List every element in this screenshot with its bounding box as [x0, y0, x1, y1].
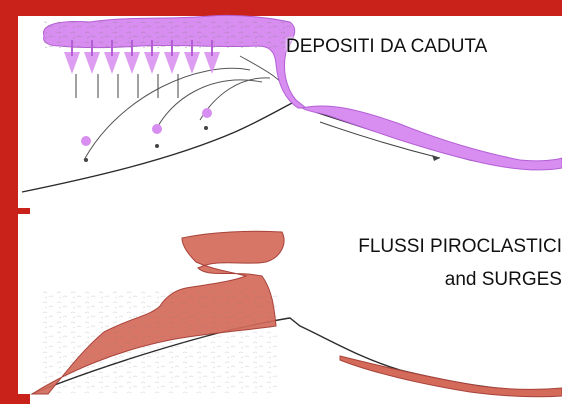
surges-caption: and SURGES — [445, 269, 562, 291]
fall-deposit-caption: DEPOSITI DA CADUTA — [286, 36, 487, 58]
pyroclastic-flow-caption: FLUSSI PIROCLASTICI — [358, 236, 562, 258]
